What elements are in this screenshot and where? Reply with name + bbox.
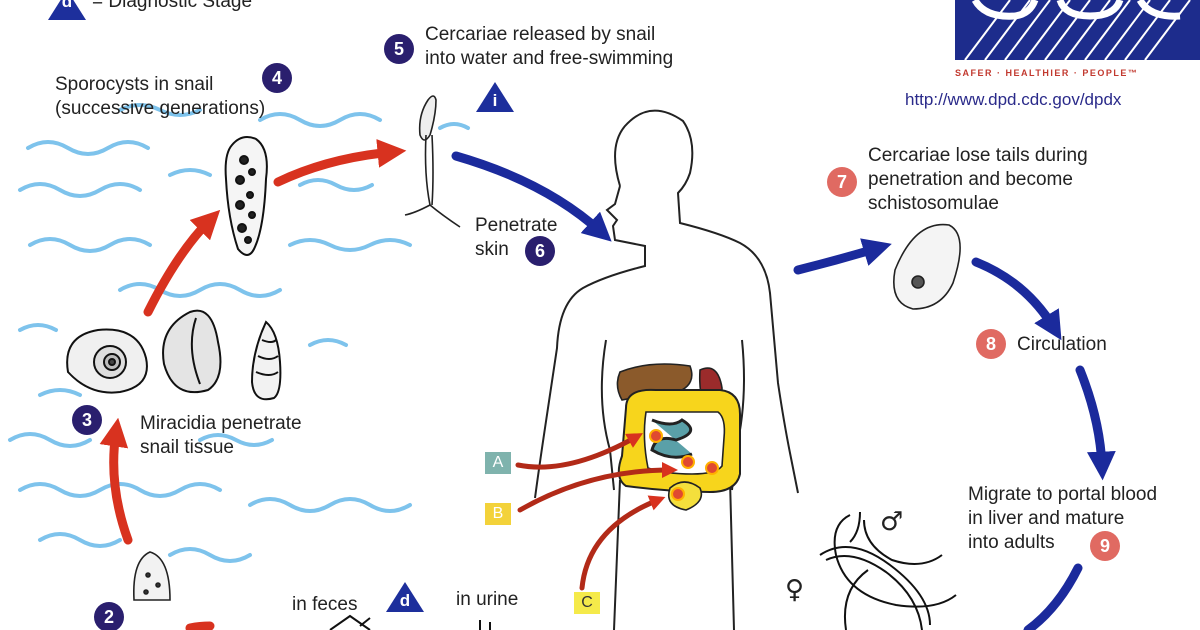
stage-9-badge: 9 <box>1090 531 1120 561</box>
location-a-box: A <box>485 452 511 474</box>
snail-icons <box>66 309 282 401</box>
water-waves <box>8 103 470 563</box>
stage-2-badge: 2 <box>94 602 124 630</box>
male-symbol: ♂ <box>880 507 904 537</box>
stage-3-badge: 3 <box>72 405 102 435</box>
female-symbol: ♀ <box>785 575 805 605</box>
miracidium-icon <box>133 551 171 601</box>
urine-label: in urine <box>456 589 519 610</box>
cdc-tagline: SAFER · HEALTHIER · PEOPLE™ <box>955 68 1139 78</box>
parasite-sites <box>649 429 719 501</box>
red-arrows <box>99 139 407 630</box>
infective-stage-icon: i <box>476 82 514 112</box>
adult-worms-icon <box>819 511 957 630</box>
sporocyst-icon <box>224 136 268 256</box>
cercaria-icon <box>404 95 461 228</box>
schistosomulum-icon <box>893 223 961 310</box>
stage-4-label: Sporocysts in snail (successive generati… <box>55 74 266 119</box>
cdc-logo <box>955 0 1200 61</box>
stage-3-label: Miracidia penetrate snail tissue <box>140 413 302 458</box>
stage-8-label: Circulation <box>1017 334 1107 355</box>
cdc-url[interactable]: http://www.dpd.cdc.gov/dpdx <box>905 90 1122 109</box>
egg-icons <box>329 614 491 630</box>
diagnostic-stage-icon: d <box>386 582 424 612</box>
diagnostic-stage-legend-icon: d <box>48 0 86 20</box>
stage-5-badge: 5 <box>384 34 414 64</box>
location-b-box: B <box>485 503 511 525</box>
stage-6-label: Penetrate skin <box>475 215 558 260</box>
stage-9-label: Migrate to portal blood in liver and mat… <box>968 484 1158 553</box>
stage-5-label: Cercariae released by snail into water a… <box>425 24 674 69</box>
stage-7-badge: 7 <box>827 167 857 197</box>
stage-6-badge: 6 <box>525 236 555 266</box>
location-arrows <box>515 433 678 591</box>
blue-arrows <box>451 151 1116 630</box>
legend-text: = Diagnostic Stage <box>92 0 253 12</box>
stage-7-label: Cercariae lose tails during penetration … <box>868 145 1088 214</box>
stage-4-badge: 4 <box>262 63 292 93</box>
location-c-box: C <box>574 592 600 614</box>
feces-label: in feces <box>292 594 358 615</box>
stage-8-badge: 8 <box>976 329 1006 359</box>
